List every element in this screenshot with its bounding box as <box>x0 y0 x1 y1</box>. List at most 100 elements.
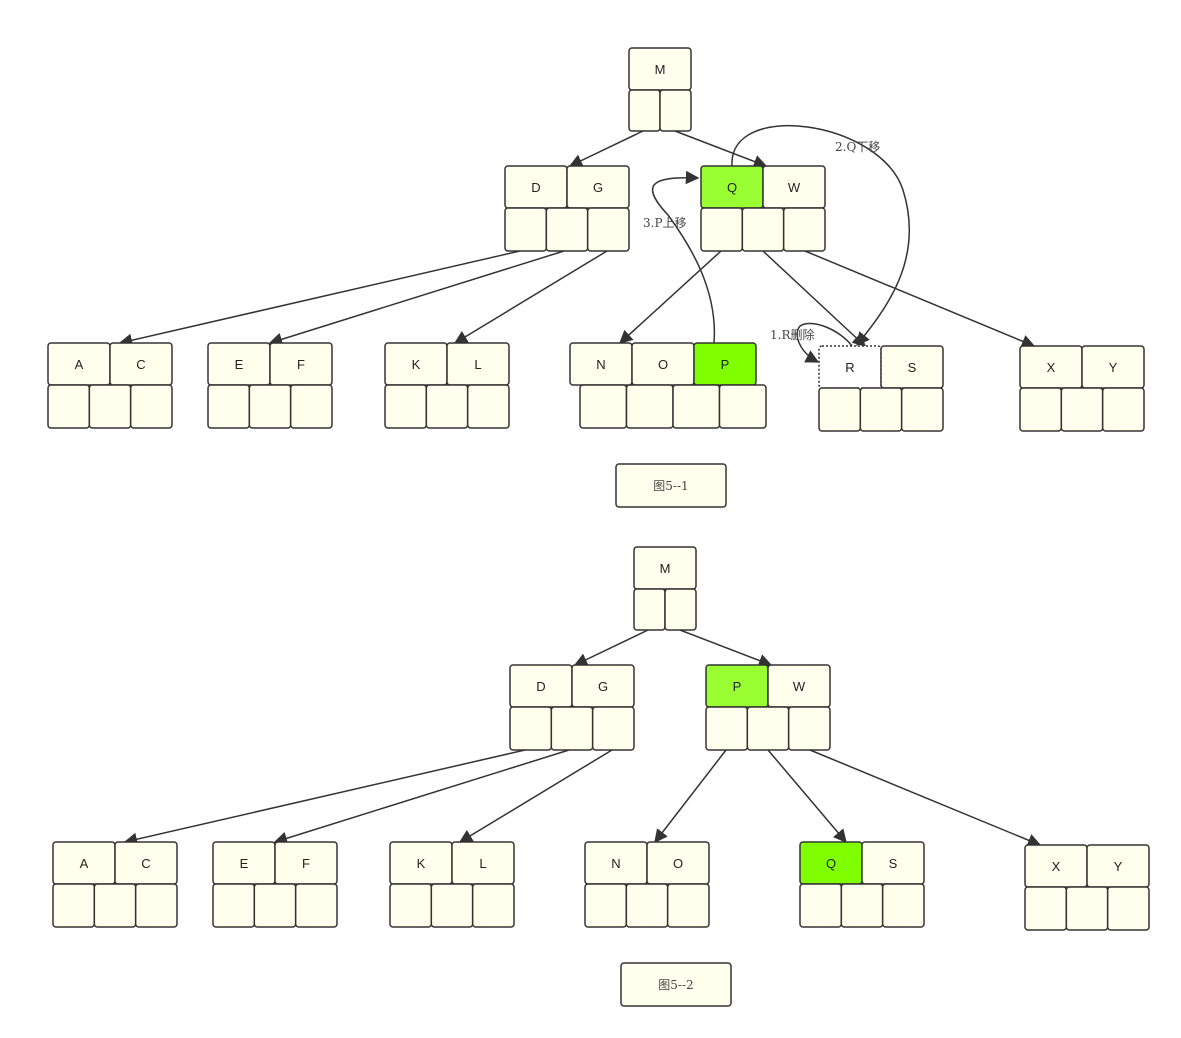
key-label: Y <box>1114 859 1123 874</box>
key-label: W <box>788 180 801 195</box>
child-slot <box>900 387 944 432</box>
annotations-layer: 1.R删除 2.Q下移 3.P上移 <box>643 125 911 363</box>
child-slot <box>705 706 749 751</box>
figure-2-edge <box>767 749 847 844</box>
child-slot <box>389 883 433 928</box>
child-slot <box>840 883 884 928</box>
child-slot <box>881 883 925 928</box>
key-label: M <box>655 62 666 77</box>
child-slot <box>248 384 292 429</box>
child-slot <box>746 706 790 751</box>
child-slot <box>134 883 178 928</box>
key-label: F <box>297 357 305 372</box>
child-slot <box>591 706 635 751</box>
child-slot <box>471 883 515 928</box>
key-label: S <box>908 360 917 375</box>
child-slot <box>425 384 469 429</box>
figure-2-edge <box>809 749 1042 847</box>
child-slot <box>859 387 903 432</box>
child-slot <box>52 883 96 928</box>
key-label: O <box>673 856 683 871</box>
child-slot <box>504 207 548 252</box>
captions-layer: 图5--1 图5--2 <box>615 463 732 1007</box>
key-label: L <box>474 357 481 372</box>
key-label: M <box>660 561 671 576</box>
key-label: D <box>536 679 545 694</box>
move-q-down-arrow <box>731 125 911 347</box>
child-slot <box>787 706 831 751</box>
key-label: P <box>721 357 730 372</box>
key-label: C <box>141 856 150 871</box>
figure-2-edge <box>123 749 526 846</box>
child-slot <box>294 883 338 928</box>
key-label: L <box>479 856 486 871</box>
figure-2-edge <box>273 749 570 845</box>
child-slot <box>799 883 843 928</box>
key-label: X <box>1052 859 1061 874</box>
note-move-q-down: 2.Q下移 <box>835 140 880 154</box>
child-slot <box>1106 886 1150 931</box>
key-label: A <box>75 357 84 372</box>
key-label: E <box>235 357 244 372</box>
child-slot <box>212 883 256 928</box>
child-slot <box>253 883 297 928</box>
child-slot <box>47 384 91 429</box>
child-slot <box>430 883 474 928</box>
delete-r-arrow <box>796 322 853 363</box>
figure-1-edge <box>453 250 608 344</box>
key-label: K <box>412 357 421 372</box>
child-slot <box>741 207 785 252</box>
key-label: N <box>611 856 620 871</box>
child-slot <box>1024 886 1068 931</box>
figure-1-node-root: M <box>628 47 692 132</box>
child-slot <box>666 883 710 928</box>
key-label: R <box>845 360 854 375</box>
key-label: P <box>733 679 742 694</box>
key-label: O <box>658 357 668 372</box>
child-slot <box>579 384 628 429</box>
child-slot <box>586 207 630 252</box>
note-delete-r: 1.R删除 <box>770 327 815 342</box>
key-label: Y <box>1109 360 1118 375</box>
key-cell <box>628 47 692 91</box>
figure-2-node-root: M <box>633 546 697 631</box>
child-slot <box>718 384 767 429</box>
figure-2-edge <box>679 629 773 667</box>
key-label: C <box>136 357 145 372</box>
figure-1-edge <box>804 250 1036 348</box>
figure-2-edge <box>654 749 727 844</box>
child-slot <box>1060 387 1104 432</box>
child-slot <box>93 883 137 928</box>
key-label: A <box>80 856 89 871</box>
move-p-up-arrow <box>651 170 716 344</box>
child-slot <box>625 384 674 429</box>
key-label: Q <box>727 180 737 195</box>
child-slot <box>625 883 669 928</box>
key-label: Q <box>826 856 836 871</box>
child-slot <box>584 883 628 928</box>
figure-2-edge <box>458 749 613 843</box>
figure-2-caption-box <box>620 962 732 1007</box>
child-slot <box>1101 387 1145 432</box>
child-slot <box>700 207 744 252</box>
child-slot <box>633 588 666 631</box>
figure-1-edge <box>762 250 866 347</box>
child-slot <box>672 384 721 429</box>
child-slot <box>466 384 510 429</box>
child-slot <box>550 706 594 751</box>
key-label: F <box>302 856 310 871</box>
key-label: K <box>417 856 426 871</box>
child-slot <box>1019 387 1063 432</box>
key-label: S <box>889 856 898 871</box>
child-slot <box>818 387 862 432</box>
